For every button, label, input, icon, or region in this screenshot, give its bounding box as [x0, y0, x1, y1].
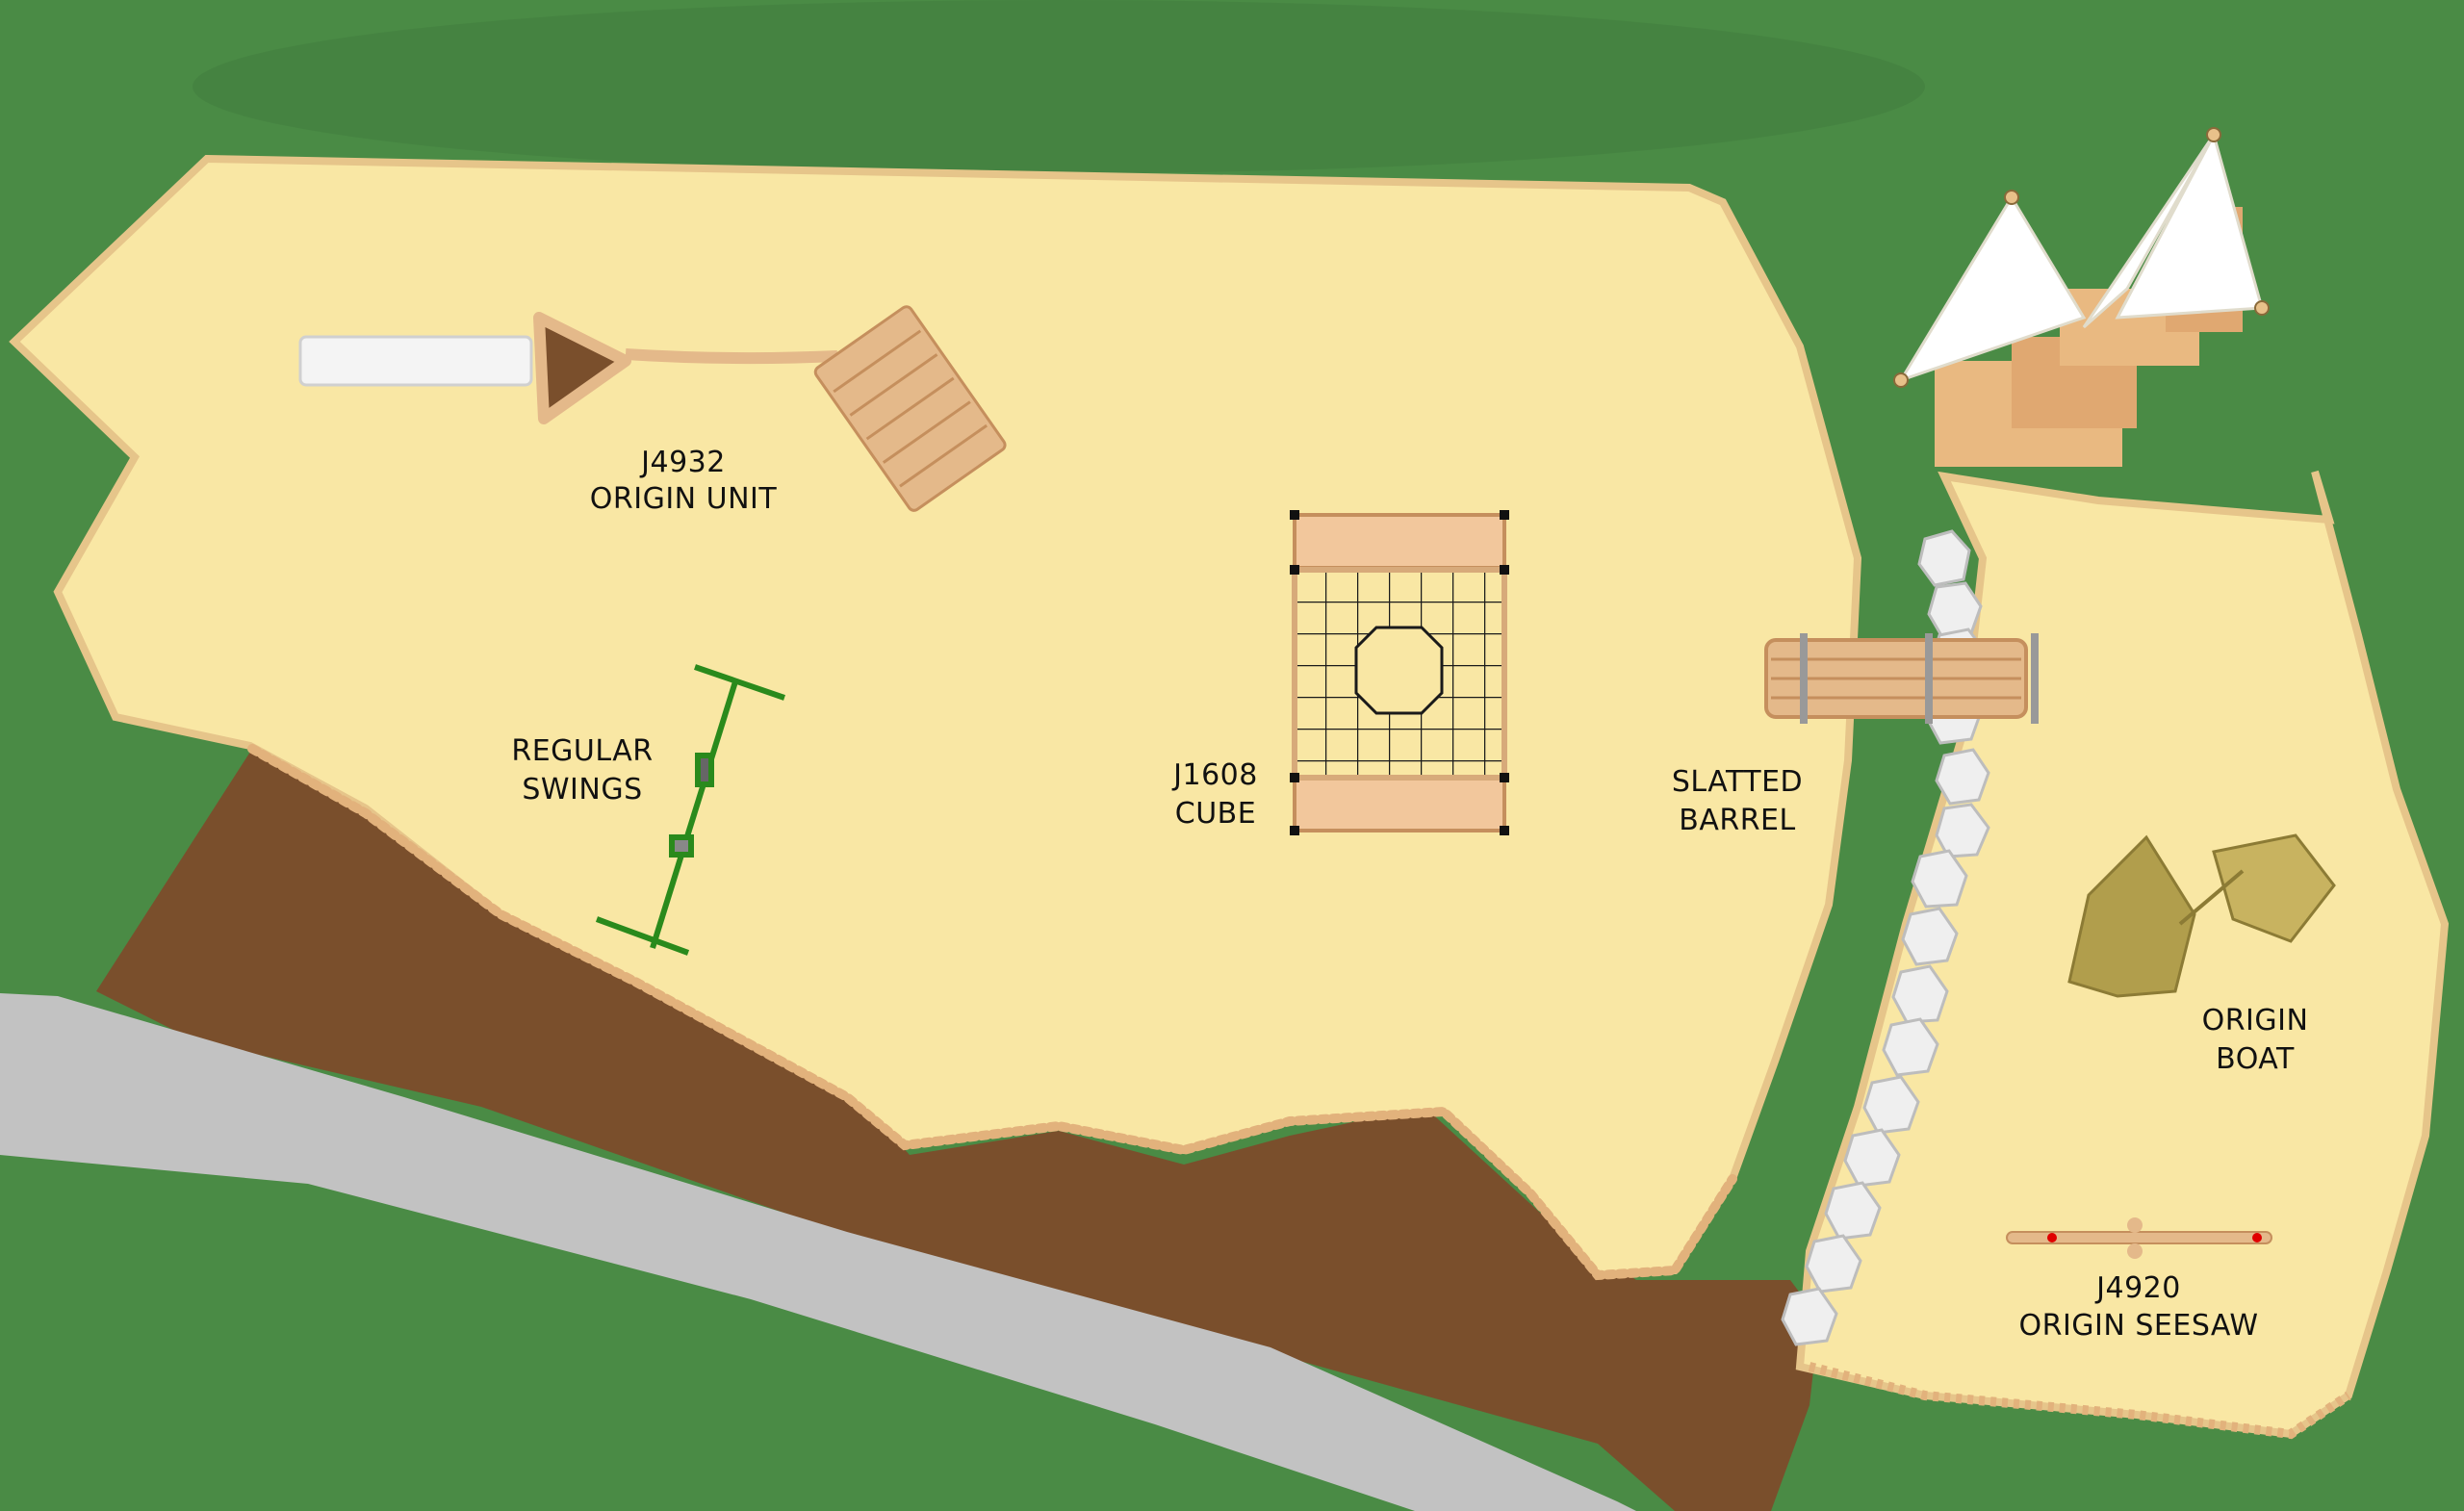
origin-unit-equipment	[298, 305, 1007, 512]
origin-seesaw-equipment	[2006, 1217, 2272, 1259]
seesaw-label-code: J4920	[2094, 1271, 2181, 1305]
grass-shade	[192, 0, 1925, 173]
boat-label-line2: BOAT	[2216, 1042, 2295, 1076]
shade-sail-center	[2082, 134, 2216, 329]
origin-boat-equipment	[2067, 833, 2336, 998]
origin-unit-climber	[813, 305, 1007, 512]
slatted-barrel-equipment	[1764, 633, 2039, 724]
cube-top-ladder	[1293, 513, 1506, 570]
origin-unit-bridge	[625, 348, 838, 365]
cube-net-center	[1354, 626, 1444, 715]
swings-label-line2: SWINGS	[522, 773, 642, 807]
cube-label-name: CUBE	[1175, 797, 1256, 831]
cube-bottom-ladder	[1293, 776, 1506, 832]
origin-unit-deck	[533, 312, 631, 424]
timber-edging	[247, 744, 1737, 1281]
barrel-label-line2: BARREL	[1679, 804, 1795, 837]
regular-swings-frame	[595, 664, 785, 956]
barrel-label-line1: SLATTED	[1672, 765, 1803, 799]
mulch-area	[96, 749, 1819, 1511]
swings-label-line1: REGULAR	[511, 734, 653, 768]
shade-sail-structure	[1893, 127, 2270, 467]
seesaw-label-name: ORIGIN SEESAW	[2019, 1309, 2259, 1343]
shade-sail-right	[2115, 130, 2264, 320]
origin-unit-label-code: J4932	[639, 446, 726, 479]
shade-sail-left	[1897, 194, 2087, 383]
cube-equipment	[1290, 510, 1509, 835]
boat-label-line1: ORIGIN	[2202, 1004, 2309, 1037]
origin-unit-label-name: ORIGIN UNIT	[590, 482, 778, 516]
walkway	[0, 993, 1636, 1511]
cube-label-code: J1608	[1171, 758, 1258, 792]
slide	[298, 335, 533, 387]
right-timber-edging	[1808, 1362, 2351, 1440]
